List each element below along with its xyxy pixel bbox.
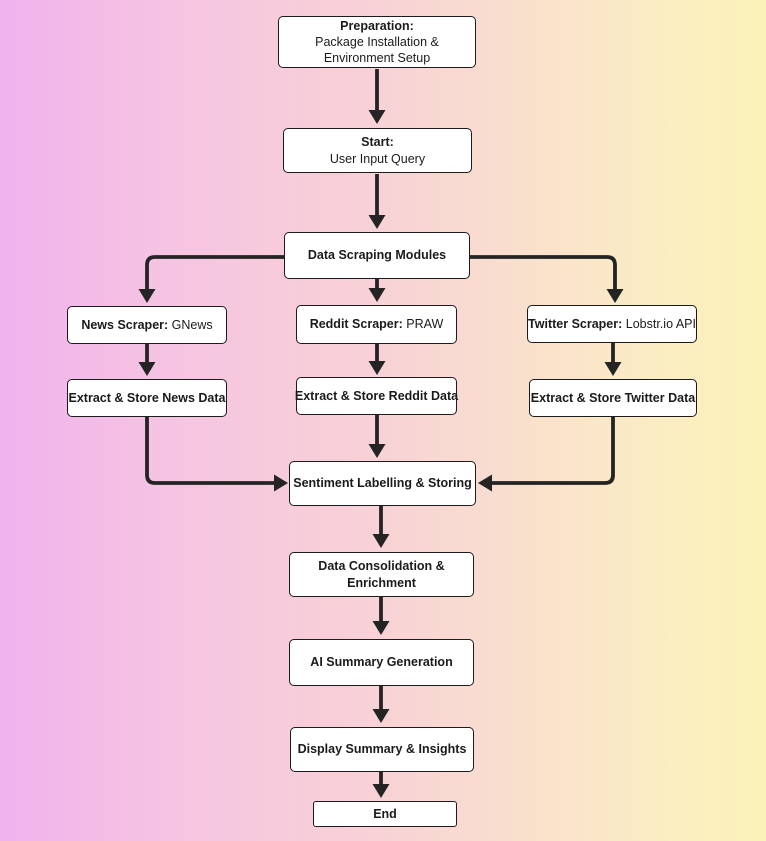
node-end: End xyxy=(313,801,457,827)
node-twitter-scraper-detail: Lobstr.io API xyxy=(625,316,696,331)
node-twitter-scraper: Twitter Scraper: Lobstr.io API xyxy=(527,305,697,343)
node-start-title: Start: xyxy=(361,135,394,150)
node-sentiment-labelling-storing: Sentiment Labelling & Storing xyxy=(289,461,476,506)
node-ai-summary-generation: AI Summary Generation xyxy=(289,639,474,686)
node-extract-store-news-data: Extract & Store News Data xyxy=(67,379,227,417)
connector-scraping-twitter xyxy=(470,255,624,303)
node-ai-summary-generation-label: AI Summary Generation xyxy=(310,655,453,670)
node-preparation-title: Preparation: xyxy=(340,18,414,33)
node-reddit-scraper-detail: PRAW xyxy=(406,317,444,332)
node-extract-store-reddit-data: Extract & Store Reddit Data xyxy=(294,377,459,415)
node-extract-store-twitter-data: Extract & Store Twitter Data xyxy=(529,379,697,417)
connector-extract-twitter-sentiment xyxy=(478,417,615,492)
connector-twitter-extract xyxy=(604,343,622,376)
node-end-label: End xyxy=(373,806,397,821)
connector-ai-display xyxy=(372,686,390,723)
connector-sentiment-consolidation xyxy=(372,506,390,548)
node-display-summary-insights: Display Summary & Insights xyxy=(290,727,474,772)
connector-preparation-start xyxy=(368,69,386,124)
node-news-scraper-label: News Scraper: xyxy=(81,317,169,332)
node-sentiment-labelling-storing-label: Sentiment Labelling & Storing xyxy=(293,476,472,491)
node-news-scraper: News Scraper: GNews xyxy=(67,306,227,344)
connector-news-extract xyxy=(138,344,156,376)
node-news-scraper-detail: GNews xyxy=(171,317,213,332)
connector-display-end xyxy=(372,772,390,798)
connector-start-scraping xyxy=(368,174,386,229)
node-display-summary-insights-label: Display Summary & Insights xyxy=(297,742,467,757)
node-data-scraping-modules-label: Data Scraping Modules xyxy=(307,248,447,263)
node-reddit-scraper-label: Reddit Scraper: xyxy=(309,317,403,332)
connector-consolidation-ai xyxy=(372,597,390,635)
node-start: Start: User Input Query xyxy=(283,128,472,173)
node-start-subtitle: User Input Query xyxy=(329,151,426,166)
connector-extract-reddit-sentiment xyxy=(368,415,386,458)
node-data-consolidation-enrichment-label: Data Consolidation & Enrichment xyxy=(318,559,445,590)
node-extract-store-reddit-data-label: Extract & Store Reddit Data xyxy=(294,388,459,403)
node-extract-store-news-data-label: Extract & Store News Data xyxy=(68,390,226,405)
connector-reddit-extract xyxy=(368,344,386,375)
node-data-consolidation-enrichment: Data Consolidation & Enrichment xyxy=(289,552,474,597)
connector-scraping-news xyxy=(138,255,284,303)
node-preparation-subtitle: Package Installation & Environment Setup xyxy=(315,34,439,66)
node-preparation: Preparation: Package Installation & Envi… xyxy=(278,16,476,68)
node-reddit-scraper: Reddit Scraper: PRAW xyxy=(296,305,457,344)
connector-scraping-reddit xyxy=(368,279,386,302)
connector-extract-news-sentiment xyxy=(145,417,288,492)
node-twitter-scraper-label: Twitter Scraper: xyxy=(528,316,623,331)
node-data-scraping-modules: Data Scraping Modules xyxy=(284,232,470,279)
node-extract-store-twitter-data-label: Extract & Store Twitter Data xyxy=(530,390,696,405)
